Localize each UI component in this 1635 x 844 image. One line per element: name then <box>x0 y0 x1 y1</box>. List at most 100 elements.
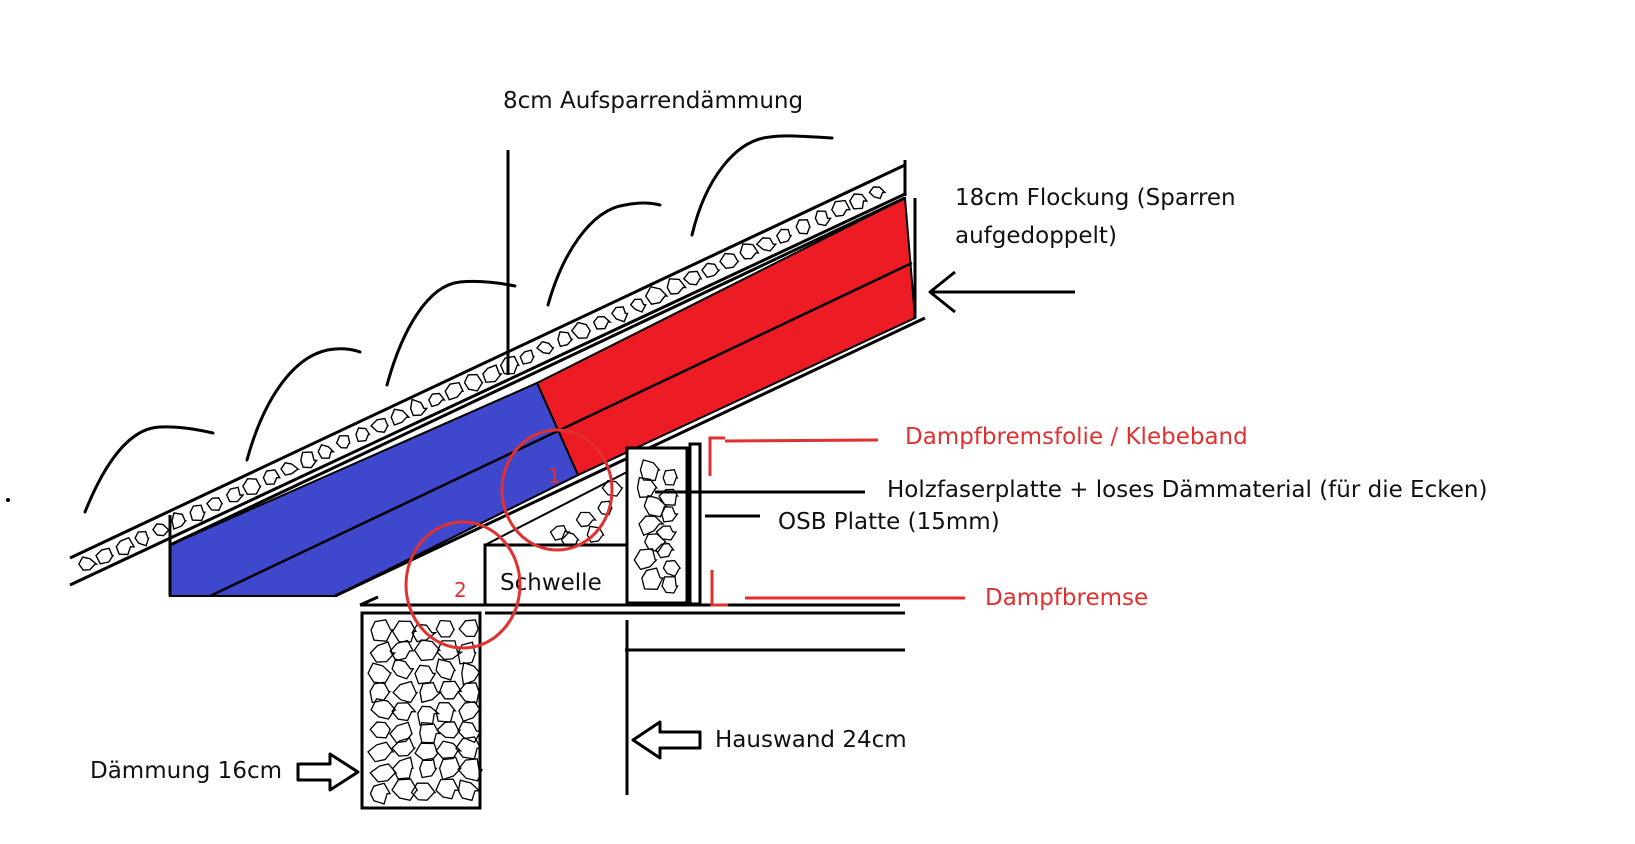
insulation-blob <box>370 417 389 433</box>
hauswand-label: Hauswand 24cm <box>715 727 907 753</box>
insulation-blob <box>644 285 669 305</box>
insulation-blob <box>355 427 371 443</box>
vapor-barrier-markers <box>708 436 965 607</box>
arrows <box>296 270 1075 792</box>
insulation-blob <box>629 298 647 313</box>
slab-left-diag <box>359 595 379 607</box>
insulation-blob <box>409 398 429 417</box>
insulation-blob <box>739 243 760 260</box>
insulation-blob <box>795 219 811 235</box>
insulation-blob <box>391 737 417 757</box>
insulation-texture <box>633 459 682 594</box>
wall-insulation <box>360 611 482 810</box>
insulation-blob <box>868 186 887 200</box>
insulation-blob <box>601 480 624 497</box>
insulation-blob <box>457 721 482 744</box>
insulation-bottom-line <box>69 192 906 587</box>
insulation-blob <box>636 476 659 498</box>
insulation-blob <box>755 237 778 252</box>
insulation-blob <box>458 619 480 638</box>
insulation-blob <box>262 469 281 486</box>
dampfbremse-label: Dampfbremse <box>985 585 1148 611</box>
insulation-blob <box>436 721 462 739</box>
insulation-blob <box>435 619 456 638</box>
marker-1: 1 <box>500 428 614 552</box>
leader-lines <box>655 490 865 518</box>
insulation-blob <box>455 736 482 760</box>
insulation-blob <box>391 658 415 680</box>
insulation-blob <box>436 640 464 661</box>
insulation-blob <box>410 782 437 801</box>
insulation-blob <box>444 381 465 401</box>
insulation-blob <box>592 315 612 330</box>
insulation-blob <box>586 525 605 543</box>
insulation-blob <box>435 778 460 800</box>
insulation-blob <box>633 548 658 571</box>
insulation-blob <box>419 681 443 704</box>
roof-tile <box>83 425 215 514</box>
insulation-blob <box>95 547 115 565</box>
aufsparren-insulation <box>69 160 907 587</box>
insulation-blob <box>367 741 395 763</box>
insulation-blob <box>643 494 668 518</box>
hauswand-arrow-icon <box>631 720 702 760</box>
marker-1-label: 1 <box>548 464 561 488</box>
insulation-blob <box>335 435 351 449</box>
insulation-blob <box>205 497 224 511</box>
marker-2-circle <box>404 520 522 650</box>
insulation-blob <box>655 525 678 541</box>
insulation-blob <box>367 662 393 685</box>
flockung-arrow <box>928 270 1075 314</box>
insulation-blob <box>152 523 171 537</box>
insulation-blob <box>300 451 318 469</box>
insulation-blob <box>639 459 661 482</box>
ceiling-slab <box>359 595 905 652</box>
insulation-blob <box>369 681 392 704</box>
insulation-blob <box>419 757 438 779</box>
roof-tile <box>690 134 834 237</box>
holzfaser-label: Holzfaserplatte + loses Dämmaterial (für… <box>887 477 1487 503</box>
insulation-blob <box>463 373 484 392</box>
insulation-blob <box>570 321 592 339</box>
insulation-blob <box>134 530 150 547</box>
insulation-blob <box>535 340 555 355</box>
insulation-blob <box>482 364 503 384</box>
insulation-blob <box>369 782 392 805</box>
daemmung-label: Dämmung 16cm <box>90 758 282 784</box>
insulation-blob <box>280 462 301 476</box>
flockung-label-line1: 18cm Flockung (Sparren <box>955 185 1236 211</box>
insulation-blob <box>225 486 245 503</box>
insulation-blob <box>392 680 419 704</box>
osb-board <box>688 442 702 606</box>
insulation-blob <box>461 661 482 686</box>
aufsparren-label: 8cm Aufsparrendämmung <box>503 88 803 114</box>
flockung-label-line2: aufgedoppelt) <box>955 223 1117 249</box>
insulation-blob <box>661 576 679 594</box>
stray-dot <box>6 498 10 502</box>
holzfaser-board <box>625 446 689 605</box>
marker-2-label: 2 <box>454 578 467 602</box>
insulation-texture <box>78 186 887 571</box>
insulation-blob <box>519 349 536 365</box>
labels: 8cm Aufsparrendämmung 18cm Flockung (Spa… <box>90 88 1487 784</box>
daemmung-arrow-icon <box>296 752 360 792</box>
vapor-bracket-bottom <box>710 570 965 607</box>
rafter-top-line <box>169 196 906 547</box>
insulation-blob <box>662 559 682 577</box>
insulation-blob <box>458 700 482 723</box>
insulation-blob <box>392 756 414 780</box>
schwelle-label: Schwelle <box>500 570 602 596</box>
insulation-blob <box>457 779 481 802</box>
insulation-blob <box>661 506 679 523</box>
dampfbremsfolie-label: Dampfbremsfolie / Klebeband <box>905 424 1248 450</box>
roof-tiles <box>83 134 834 514</box>
insulation-blob <box>428 392 446 408</box>
insulation-blob <box>611 306 629 323</box>
insulation-blob <box>814 210 832 227</box>
holzfaser-column <box>625 442 702 606</box>
insulation-blob <box>391 620 417 643</box>
insulation-blob <box>417 705 441 726</box>
roof-tile <box>245 347 362 462</box>
schwelle-rect <box>483 543 629 607</box>
